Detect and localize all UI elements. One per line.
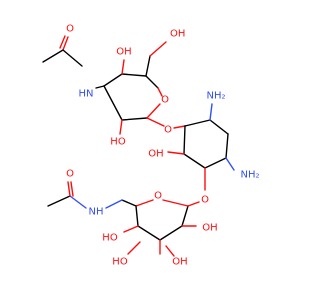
bond-carbonyl-double-bottom-a: [67, 181, 71, 197]
ring-oxygen-top: O: [161, 95, 169, 106]
bond-ring-bot-3: [137, 225, 161, 241]
bond-ring-top-3: [145, 75, 159, 89]
upper-pyranose-ring: [103, 41, 167, 135]
bond-carbonyl-double-bottom-b: [70, 181, 74, 197]
ring-oxygen-bottom: O: [154, 191, 162, 202]
carbonyl-oxygen-top: O: [66, 24, 74, 35]
hydroxyl-left-top-ring: HO: [110, 137, 126, 148]
bond-carbonyl-n-top: [62, 49, 83, 67]
hydroxyl-ch2-top: OH: [170, 29, 185, 40]
bond-cyc-2: [209, 119, 229, 135]
bond-oh-left-top: [119, 119, 123, 135]
bond-carbonyl-double-top-a: [62, 36, 69, 51]
carbonyl-oxygen-bottom: O: [66, 169, 74, 180]
bond-ring-bot-2: [159, 225, 183, 241]
bond-nh2-upper: [209, 103, 213, 121]
hydroxyl-bottom-right: OH: [202, 223, 217, 234]
bond-nh-carbonyl-bottom: [69, 195, 87, 209]
bond-ring-bot-4: [135, 205, 139, 227]
bond-n-ring-top: [95, 85, 105, 89]
bond-ring-bot-o-a: [135, 199, 154, 207]
bond-ring-top-6: [103, 85, 123, 121]
hydroxyl-bottom-left-lower: HO: [112, 257, 128, 268]
bond-ch2-oh-top: [149, 41, 167, 57]
bond-glycosidic-top-cyclohexane: [173, 125, 186, 129]
bond-ring-top-2: [121, 73, 147, 77]
bond-ring-bot-1: [181, 205, 189, 227]
bond-oh-cyclohexane: [167, 151, 185, 155]
bond-oh-bottom-left-lower: [127, 241, 141, 255]
bond-ch2-n-bottom: [105, 199, 123, 209]
amide-nh-bottom: NH: [89, 207, 104, 218]
bond-anomeric-top: [146, 117, 165, 127]
bond-ring-top-5: [121, 117, 148, 121]
bond-ch2-bottom: [121, 199, 137, 207]
hydroxyl-cyclohexane: OH: [148, 149, 163, 160]
bond-carbonyl-double-top-b: [59, 35, 66, 49]
bond-carbonyl-methyl-bottom: [47, 195, 71, 207]
bond-cyc-3: [225, 133, 229, 159]
hydroxyl-bottom-center: OH: [172, 257, 187, 268]
bond-cyc-5: [183, 153, 206, 169]
molecule-structure: O HN OH OH HO O O NH₂ OH NH₂ O: [42, 24, 260, 268]
lower-pyranose-ring: [105, 199, 197, 255]
bond-cyc-4: [204, 157, 227, 169]
bond-nh2-lower: [225, 157, 235, 171]
amino-group-lower: NH₂: [240, 170, 259, 181]
hydroxyl-top-ring: OH: [116, 47, 131, 58]
bond-oh-bottom-left: [123, 225, 139, 233]
upper-acetamide-group: [42, 35, 105, 89]
bond-glycosidic-bottom-ring: [187, 201, 200, 207]
bond-oh-bottom-center-lower: [165, 245, 175, 257]
bond-methyl-carbonyl-top: [42, 49, 64, 63]
bond-ch2-top: [145, 55, 151, 77]
glycosidic-oxygen-bottom: O: [201, 195, 209, 206]
bond-ring-bot-o-b: [162, 199, 189, 207]
glycosidic-oxygen-top: O: [164, 125, 172, 136]
amide-nh-top: HN: [79, 89, 94, 100]
cyclohexane-ring: [167, 103, 235, 191]
hydroxyl-bottom-left: HO: [102, 233, 118, 244]
bond-oh-top-ring: [121, 59, 125, 75]
bond-ring-top-1: [103, 73, 123, 87]
bond-ring-top-o-a: [157, 87, 163, 97]
amino-group-upper: NH₂: [206, 91, 225, 102]
bond-ring-top-o-b: [146, 103, 161, 119]
bond-cyc-1: [184, 119, 211, 127]
lower-acetamide-group: [47, 181, 87, 209]
bond-cyc-6: [183, 125, 186, 155]
